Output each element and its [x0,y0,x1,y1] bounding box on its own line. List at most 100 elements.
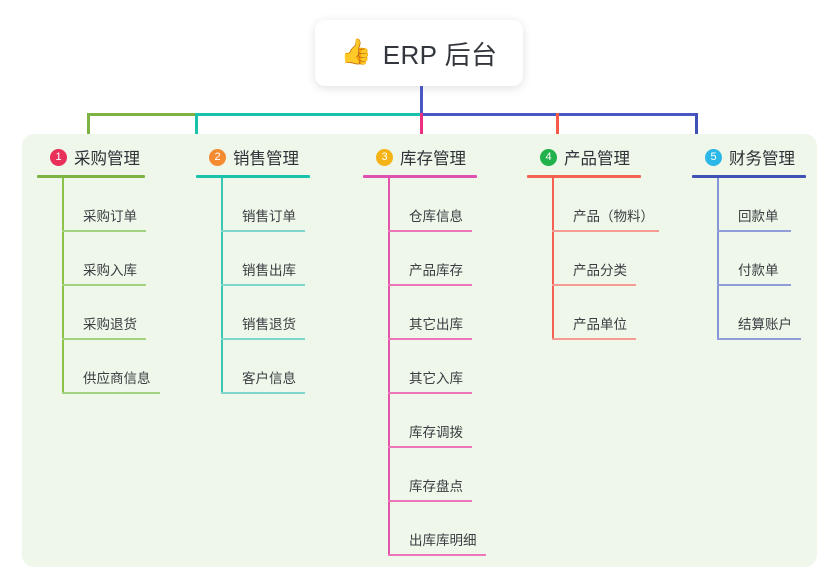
column-badge-1: 1 [50,148,67,166]
drop-connector-5 [695,113,698,143]
column-header-product[interactable]: 4 产品管理 [527,144,641,170]
leaf-rule [388,500,472,502]
leaf-label: 库存调拨 [409,425,463,440]
leaf-rule [388,338,472,340]
drop-connector-3 [420,113,423,143]
list-item[interactable]: 付款单 [717,232,806,286]
leaf-label: 销售出库 [242,263,296,278]
leaf-rule [62,338,146,340]
leaf-rule [552,230,659,232]
column-rule-5 [692,175,806,178]
leaf-label: 产品库存 [409,263,463,278]
leaf-rule [552,338,636,340]
leaf-rule [388,446,472,448]
list-item[interactable]: 销售退货 [221,286,310,340]
column-badge-2: 2 [209,148,226,166]
leaf-rule [221,392,305,394]
column-purchasing: 1 采购管理 采购订单 采购入库 采购退货 供应商信息 [37,144,160,394]
list-item[interactable]: 出库库明细 [388,502,486,556]
leaf-label: 回款单 [738,209,779,224]
leaf-label: 供应商信息 [83,371,151,386]
drop-connector-1 [87,113,90,143]
drop-connector-4 [556,113,559,143]
leaf-rule [717,338,801,340]
leaf-list-3: 仓库信息 产品库存 其它出库 其它入库 库存调拨 库存盘点 [363,178,486,556]
leaf-rule [62,284,146,286]
leaf-rule [221,338,305,340]
leaf-list-1: 采购订单 采购入库 采购退货 供应商信息 [37,178,160,394]
column-header-finance[interactable]: 5 财务管理 [692,144,806,170]
leaf-label: 产品单位 [573,317,627,332]
leaf-label: 销售订单 [242,209,296,224]
leaf-rule [552,284,636,286]
leaf-rule [221,230,305,232]
column-header-sales[interactable]: 2 销售管理 [196,144,310,170]
leaf-label: 库存盘点 [409,479,463,494]
list-item[interactable]: 产品分类 [552,232,641,286]
column-rule-1 [37,175,145,178]
leaf-rule [388,230,472,232]
column-rule-2 [196,175,310,178]
leaf-label: 其它入库 [409,371,463,386]
column-badge-4: 4 [540,148,557,166]
list-item[interactable]: 回款单 [717,178,806,232]
leaf-rule [717,284,791,286]
list-item[interactable]: 销售出库 [221,232,310,286]
column-badge-3: 3 [376,148,393,166]
column-title-3: 库存管理 [400,150,466,168]
column-header-purchasing[interactable]: 1 采购管理 [37,144,145,170]
leaf-label: 产品分类 [573,263,627,278]
trunk-segment-green [87,113,197,116]
trunk-segment-blue [420,113,698,116]
leaf-rule [388,284,472,286]
leaf-label: 采购入库 [83,263,137,278]
column-finance: 5 财务管理 回款单 付款单 结算账户 [692,144,806,340]
list-item[interactable]: 其它入库 [388,340,477,394]
leaf-rule [62,392,160,394]
leaf-label: 仓库信息 [409,209,463,224]
column-rule-3 [363,175,477,178]
list-item[interactable]: 客户信息 [221,340,310,394]
content-panel [22,134,817,567]
leaf-rule [717,230,791,232]
root-title: ERP 后台 [382,39,498,70]
list-item[interactable]: 库存调拨 [388,394,477,448]
leaf-spine-3 [388,178,390,556]
trunk-segment-teal [195,113,422,116]
column-title-4: 产品管理 [564,150,630,168]
leaf-spine-5 [717,178,719,340]
column-sales: 2 销售管理 销售订单 销售出库 销售退货 客户信息 [196,144,310,394]
list-item[interactable]: 其它出库 [388,286,477,340]
root-node[interactable]: 👍 ERP 后台 [315,20,523,86]
list-item[interactable]: 采购退货 [62,286,146,340]
column-header-inventory[interactable]: 3 库存管理 [363,144,477,170]
leaf-label: 结算账户 [738,317,792,332]
column-badge-5: 5 [705,148,722,166]
leaf-label: 采购退货 [83,317,137,332]
leaf-label: 出库库明细 [409,533,477,548]
leaf-spine-4 [552,178,554,340]
list-item[interactable]: 销售订单 [221,178,310,232]
list-item[interactable]: 结算账户 [717,286,806,340]
column-title-2: 销售管理 [233,150,299,168]
list-item[interactable]: 供应商信息 [62,340,160,394]
list-item[interactable]: 采购订单 [62,178,146,232]
thumbs-up-icon: 👍 [340,37,372,66]
list-item[interactable]: 库存盘点 [388,448,477,502]
leaf-label: 销售退货 [242,317,296,332]
leaf-label: 其它出库 [409,317,463,332]
column-product: 4 产品管理 产品（物料） 产品分类 产品单位 [527,144,659,340]
leaf-label: 产品（物料） [573,209,654,224]
root-stem-connector [420,86,423,113]
list-item[interactable]: 采购入库 [62,232,146,286]
column-title-1: 采购管理 [74,150,140,168]
column-title-5: 财务管理 [729,150,795,168]
list-item[interactable]: 产品库存 [388,232,477,286]
list-item[interactable]: 产品单位 [552,286,641,340]
list-item[interactable]: 产品（物料） [552,178,659,232]
leaf-spine-1 [62,178,64,394]
leaf-list-5: 回款单 付款单 结算账户 [692,178,806,340]
list-item[interactable]: 仓库信息 [388,178,477,232]
leaf-label: 客户信息 [242,371,296,386]
